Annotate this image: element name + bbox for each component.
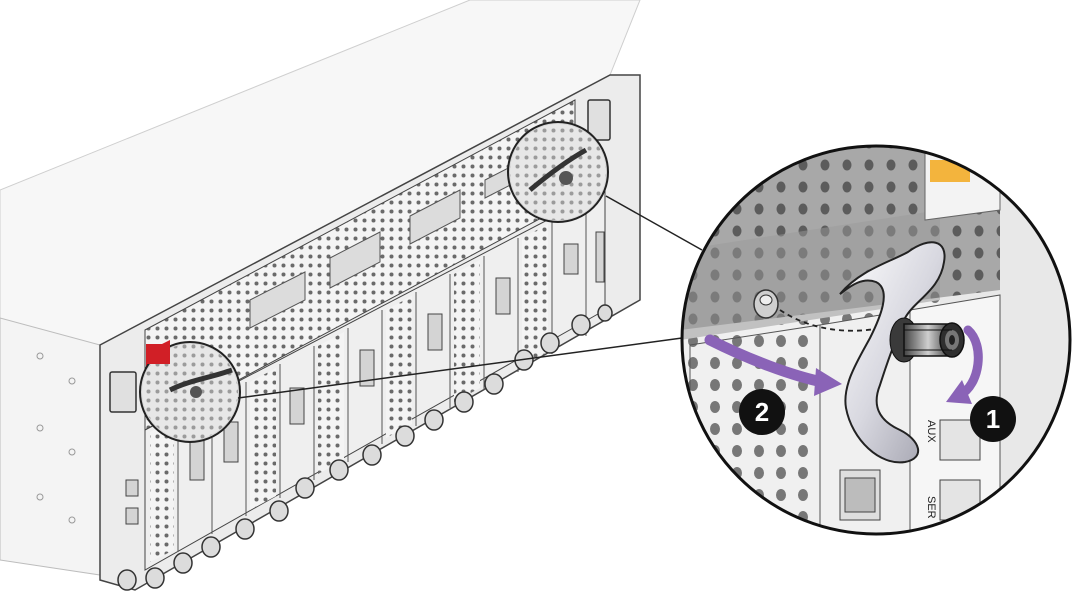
linecard-vents [150,224,548,562]
chassis [0,0,641,591]
step-badge-1: 1 [970,396,1016,442]
port-label-ser: SER [925,496,937,519]
step-badge-2: 2 [739,389,785,435]
small-callout-right [507,121,609,223]
callout-connectors [237,195,703,399]
chassis-side [0,317,101,576]
upper-port-cages [249,161,521,329]
detail-callout: AUX SER [680,144,1072,536]
port-label-aux: AUX [925,420,937,443]
linecard-ports [125,231,605,525]
step-number-2: 2 [755,397,769,427]
power-inlets [109,99,611,413]
step-number-1: 1 [986,404,1000,434]
swing-arrow [704,334,828,388]
ejector-lever [839,241,946,464]
small-callout-left [139,341,241,443]
captive-screw [889,317,965,363]
thumbscrews [117,304,613,591]
